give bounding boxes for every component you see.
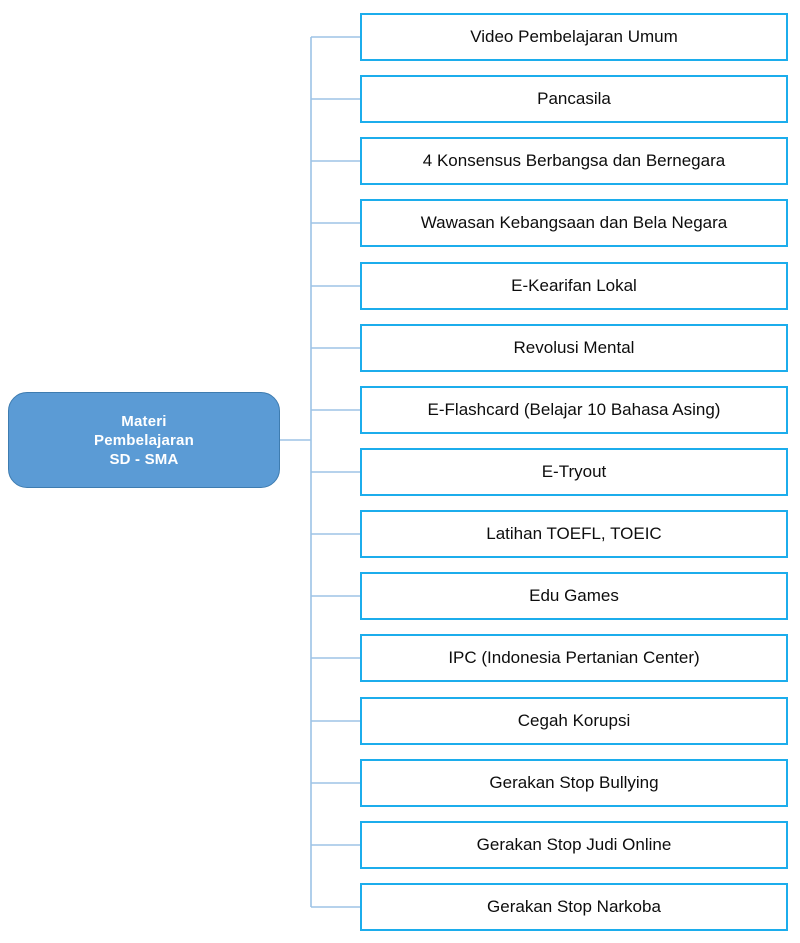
leaf-node-label: Video Pembelajaran Umum: [470, 27, 678, 46]
leaf-node-label: E-Flashcard (Belajar 10 Bahasa Asing): [427, 400, 721, 419]
root-node-line-2: Pembelajaran: [94, 431, 194, 449]
leaf-node[interactable]: Revolusi Mental: [360, 324, 788, 372]
leaf-node-label: Gerakan Stop Bullying: [489, 773, 659, 792]
leaf-node[interactable]: Gerakan Stop Narkoba: [360, 883, 788, 931]
leaf-node[interactable]: IPC (Indonesia Pertanian Center): [360, 634, 788, 682]
leaf-node-label: 4 Konsensus Berbangsa dan Bernegara: [422, 151, 726, 170]
leaf-node[interactable]: Cegah Korupsi: [360, 697, 788, 745]
leaf-node-label: Gerakan Stop Narkoba: [487, 897, 661, 916]
leaf-node[interactable]: Latihan TOEFL, TOEIC: [360, 510, 788, 558]
root-node-line-3: SD - SMA: [109, 450, 179, 468]
leaf-node-label: Gerakan Stop Judi Online: [476, 835, 672, 854]
leaf-node[interactable]: E-Tryout: [360, 448, 788, 496]
root-node[interactable]: Materi Pembelajaran SD - SMA: [8, 392, 280, 488]
leaf-node[interactable]: E-Kearifan Lokal: [360, 262, 788, 310]
leaf-node[interactable]: Gerakan Stop Judi Online: [360, 821, 788, 869]
leaf-node-label: Pancasila: [537, 89, 611, 108]
leaf-node[interactable]: E-Flashcard (Belajar 10 Bahasa Asing): [360, 386, 788, 434]
leaf-node-label: Cegah Korupsi: [517, 711, 631, 730]
leaf-node-label: Revolusi Mental: [513, 338, 635, 357]
leaf-node[interactable]: Gerakan Stop Bullying: [360, 759, 788, 807]
leaf-node-label: E-Tryout: [541, 462, 607, 481]
leaf-node-label: IPC (Indonesia Pertanian Center): [448, 648, 700, 667]
leaf-node-label: Wawasan Kebangsaan dan Bela Negara: [420, 213, 728, 232]
leaf-node[interactable]: Video Pembelajaran Umum: [360, 13, 788, 61]
leaf-node[interactable]: Edu Games: [360, 572, 788, 620]
leaf-node[interactable]: 4 Konsensus Berbangsa dan Bernegara: [360, 137, 788, 185]
leaf-node-label: E-Kearifan Lokal: [511, 276, 637, 295]
root-node-line-1: Materi: [121, 412, 167, 430]
leaf-node-label: Edu Games: [529, 586, 619, 605]
leaf-node-label: Latihan TOEFL, TOEIC: [486, 524, 662, 543]
leaf-node[interactable]: Pancasila: [360, 75, 788, 123]
leaf-node[interactable]: Wawasan Kebangsaan dan Bela Negara: [360, 199, 788, 247]
